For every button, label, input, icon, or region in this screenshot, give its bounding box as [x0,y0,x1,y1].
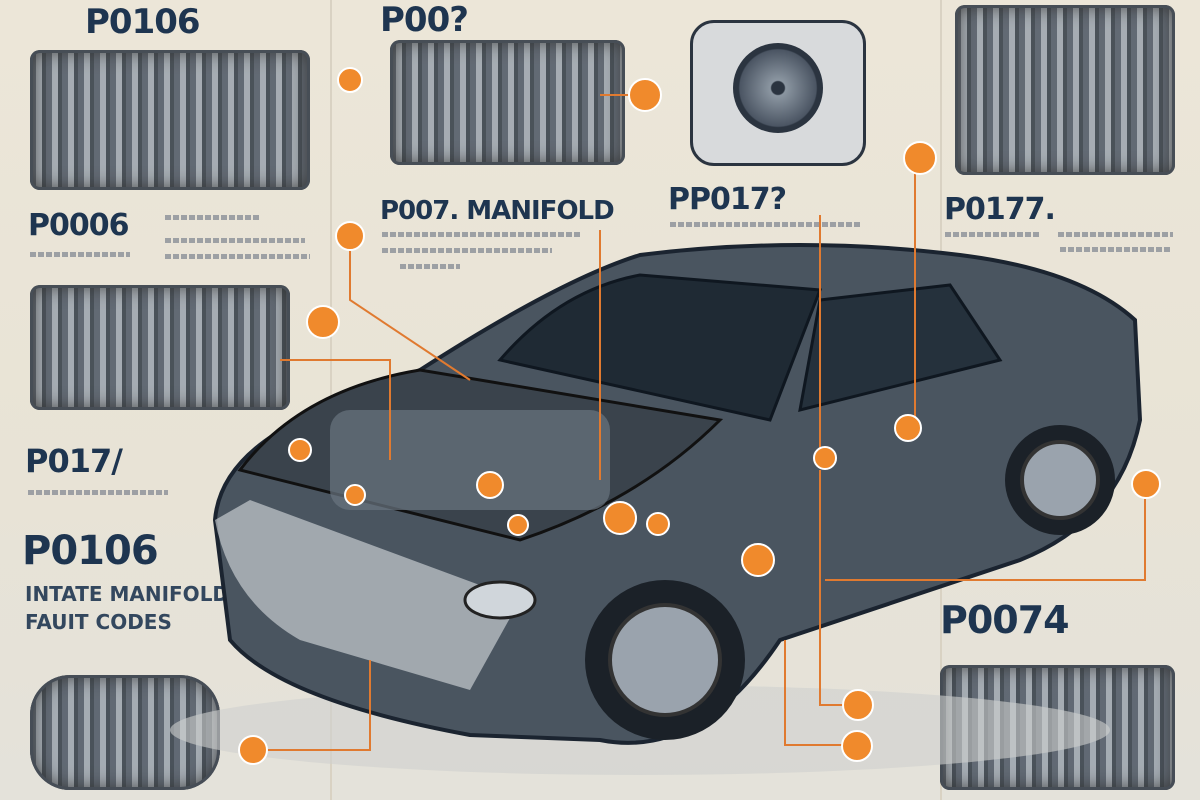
marker-dot[interactable] [841,730,873,762]
headlight [463,580,537,620]
code-label: P0006 [28,208,129,243]
marker-dot[interactable] [628,78,662,112]
marker-dot[interactable] [903,141,937,175]
description-text [382,232,582,237]
marker-dot[interactable] [813,446,837,470]
marker-dot[interactable] [335,221,365,251]
windshield [497,273,823,422]
code-label: P0106 [85,2,201,42]
engine-illustration [30,50,310,190]
caption-line: FAUIT CODES [25,610,172,634]
rear-rim [1020,440,1100,520]
code-label: P0074 [940,598,1070,642]
leader-lines [250,94,1146,751]
marker-dot[interactable] [507,514,529,536]
description-text [28,490,168,495]
marker-dot[interactable] [288,438,312,462]
code-label: P0106 [22,528,159,574]
marker-dot[interactable] [741,543,775,577]
engine-illustration [390,40,625,165]
code-label: P017/ [25,442,123,480]
description-text [165,254,310,259]
turbo-illustration [690,20,866,166]
front-rim [608,603,722,717]
marker-dot[interactable] [337,67,363,93]
marker-dot[interactable] [603,501,637,535]
description-text [400,264,460,269]
code-label: P0177. [944,192,1056,227]
description-text [382,248,552,253]
marker-dot[interactable] [306,305,340,339]
marker-dot[interactable] [238,735,268,765]
code-label: P007. MANIFOLD [380,196,615,226]
code-label: PP017? [668,182,787,217]
description-text [165,215,260,220]
marker-dot[interactable] [344,484,366,506]
bumper [215,500,520,690]
marker-dot[interactable] [646,512,670,536]
engine [330,410,610,510]
description-text [165,238,305,243]
caption-line: INTATE MANIFOLD [25,582,230,606]
fan-icon [733,43,823,133]
description-text [30,252,130,257]
marker-dot[interactable] [894,414,922,442]
description-text [1058,232,1173,237]
code-label: P00? [380,0,469,40]
engine-illustration [30,285,290,410]
marker-dot[interactable] [1131,469,1161,499]
description-text [670,222,860,227]
description-text [1060,247,1170,252]
marker-dot[interactable] [476,471,504,499]
description-text [945,232,1040,237]
engine-illustration [955,5,1175,175]
side-window [798,283,1003,413]
marker-dot[interactable] [842,689,874,721]
